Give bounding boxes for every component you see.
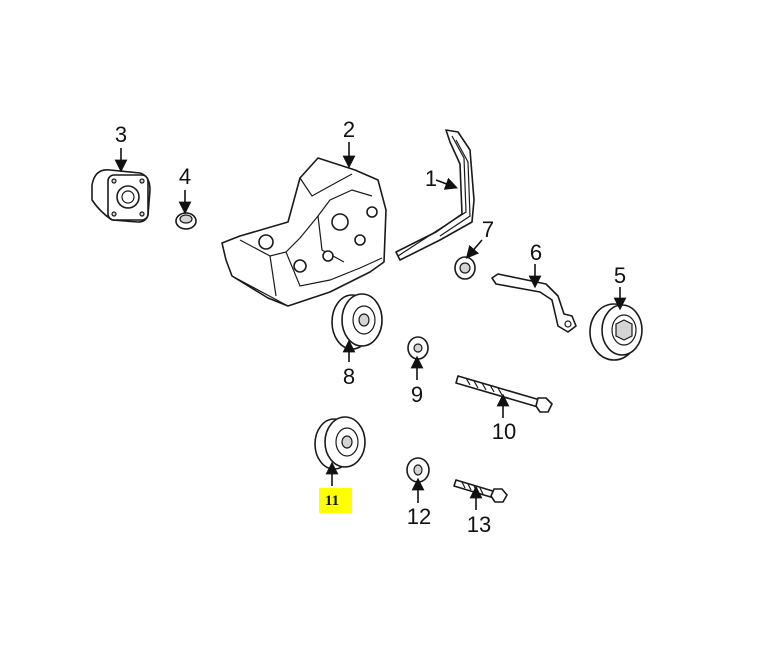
callout-8[interactable]: 8 <box>343 364 355 389</box>
callout-12[interactable]: 12 <box>407 504 431 529</box>
idler-pulley-right-part-drawing <box>589 303 643 361</box>
pulley-11-part-drawing <box>314 416 366 470</box>
bolt-10-part-drawing <box>455 375 553 413</box>
pump-part-drawing <box>91 168 151 223</box>
callout-10[interactable]: 10 <box>492 419 516 444</box>
cap-part-drawing <box>175 212 197 230</box>
callout-11-highlight <box>319 488 352 513</box>
bolt-13-part-drawing <box>453 479 508 503</box>
callout-5[interactable]: 5 <box>614 263 626 288</box>
belt-arrow <box>435 177 458 190</box>
callout-3[interactable]: 3 <box>115 122 127 147</box>
washer-12-part-drawing <box>406 457 430 483</box>
callout-9[interactable]: 9 <box>411 382 423 407</box>
washer-9-part-drawing <box>407 336 429 360</box>
callout-2[interactable]: 2 <box>343 117 355 142</box>
callout-4[interactable]: 4 <box>179 164 191 189</box>
pulley-8-part-drawing <box>331 293 383 350</box>
bracket-part-drawing <box>221 157 387 307</box>
tensioner-arm-part-drawing <box>491 273 577 333</box>
callout-7[interactable]: 7 <box>482 217 494 242</box>
callout-13[interactable]: 13 <box>467 512 491 537</box>
belt-part-drawing <box>395 129 475 261</box>
nut-part-drawing <box>454 256 476 280</box>
callout-11[interactable]: 11 <box>325 493 339 509</box>
callout-1[interactable]: 1 <box>425 166 437 191</box>
callout-6[interactable]: 6 <box>530 240 542 265</box>
nut-arrow <box>465 239 483 259</box>
